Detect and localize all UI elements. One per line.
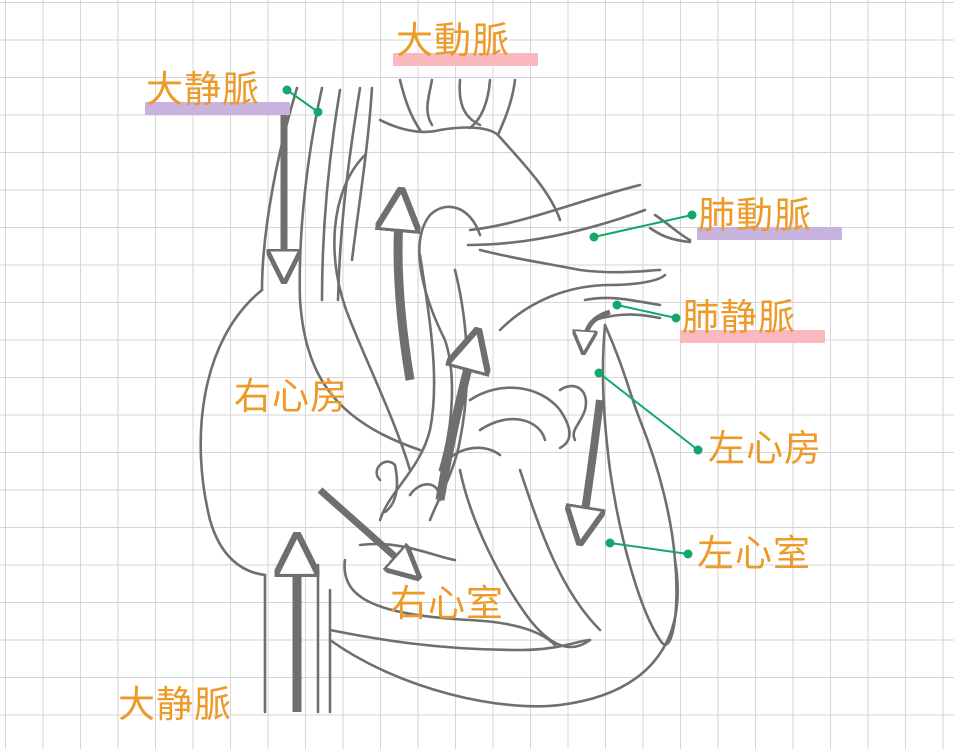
aorta-branch [398, 78, 422, 132]
label-pointers [282, 85, 703, 559]
highlight-pulmonary-vein [680, 330, 825, 343]
valve [558, 384, 588, 442]
pointer-dot [693, 445, 703, 455]
flow-arrow [582, 399, 600, 530]
pointer-left-atrium [598, 372, 699, 451]
left-atrium-wall [498, 273, 667, 332]
right-ventricle-inner [358, 542, 457, 562]
left-atrium-wall [478, 248, 662, 274]
blood-flow-arrows [284, 110, 611, 712]
right-atrium-septum [298, 298, 422, 452]
label-pulmonary-vein: 肺静脈 [682, 296, 796, 339]
valve [375, 460, 399, 514]
pulmonary-vein-wall [593, 313, 662, 322]
pointer-left-ventricle [609, 542, 689, 555]
right-ventricle-wall [328, 628, 592, 652]
aortic-arch [496, 133, 562, 222]
aorta-branch [458, 78, 482, 127]
pointer-dot [313, 107, 323, 117]
pulmonary-trunk [468, 183, 642, 232]
pointer-dot [605, 538, 615, 548]
flow-arrow [317, 487, 410, 570]
flow-arrow [584, 309, 611, 345]
highlight-superior-vena-cava [145, 102, 290, 115]
label-left-atrium: 左心房 [708, 427, 822, 470]
aortic-arch-inner [428, 205, 482, 237]
label-left-ventricle: 左心室 [697, 532, 811, 575]
pointer-dot [282, 85, 292, 95]
valve [478, 417, 547, 442]
left-atrium-wall [601, 323, 612, 472]
flow-arrow [435, 345, 474, 501]
aortic-arch-inner [418, 213, 454, 472]
heart-bottom [328, 558, 679, 708]
label-pulmonary-artery: 肺動脈 [698, 194, 812, 237]
pointer-dot [683, 549, 693, 559]
pointer-superior-vena-cava [286, 89, 319, 113]
superior-vena-cava-inner [350, 86, 374, 262]
left-ventricle-wall [603, 323, 678, 646]
valve [408, 483, 442, 502]
aorta-branch [468, 78, 492, 130]
septum [518, 468, 602, 632]
pulmonary-trunk-wall [378, 253, 436, 522]
pulmonary-artery-branch [653, 213, 692, 242]
label-aorta: 大動脈 [396, 19, 510, 62]
aorta-branch [426, 78, 434, 127]
superior-vena-cava-inner [336, 86, 362, 302]
pointer-dot [594, 368, 604, 378]
right-atrium-wall [199, 288, 267, 577]
pointer-dot [687, 210, 697, 220]
label-inferior-vena-cava: 大静脈 [118, 683, 232, 726]
pulmonary-artery-branch [648, 226, 692, 244]
pulmonary-vein-wall [583, 296, 662, 307]
superior-vena-cava-inner [320, 88, 342, 302]
pointer-dot [671, 313, 681, 323]
highlight-pulmonary-artery [697, 227, 842, 240]
aorta-branch [496, 78, 517, 137]
aortic-arch [333, 153, 412, 472]
superior-vena-cava-wall [260, 86, 299, 292]
pointer-pulmonary-vein [616, 304, 677, 319]
label-superior-vena-cava: 大静脈 [146, 68, 260, 111]
label-right-ventricle: 右心室 [390, 582, 504, 625]
highlight-aorta [393, 53, 538, 66]
superior-vena-cava-wall [298, 86, 324, 302]
aorta-branch [378, 118, 500, 137]
valve [468, 386, 571, 450]
septum [458, 468, 592, 649]
label-right-atrium: 右心房 [234, 375, 348, 418]
right-ventricle-inner [343, 558, 557, 647]
pointer-pulmonary-artery [593, 214, 693, 238]
pointer-dot [612, 300, 622, 310]
pointer-dot [589, 232, 599, 242]
flow-arrow [398, 205, 410, 381]
pulmonary-trunk [466, 208, 647, 247]
